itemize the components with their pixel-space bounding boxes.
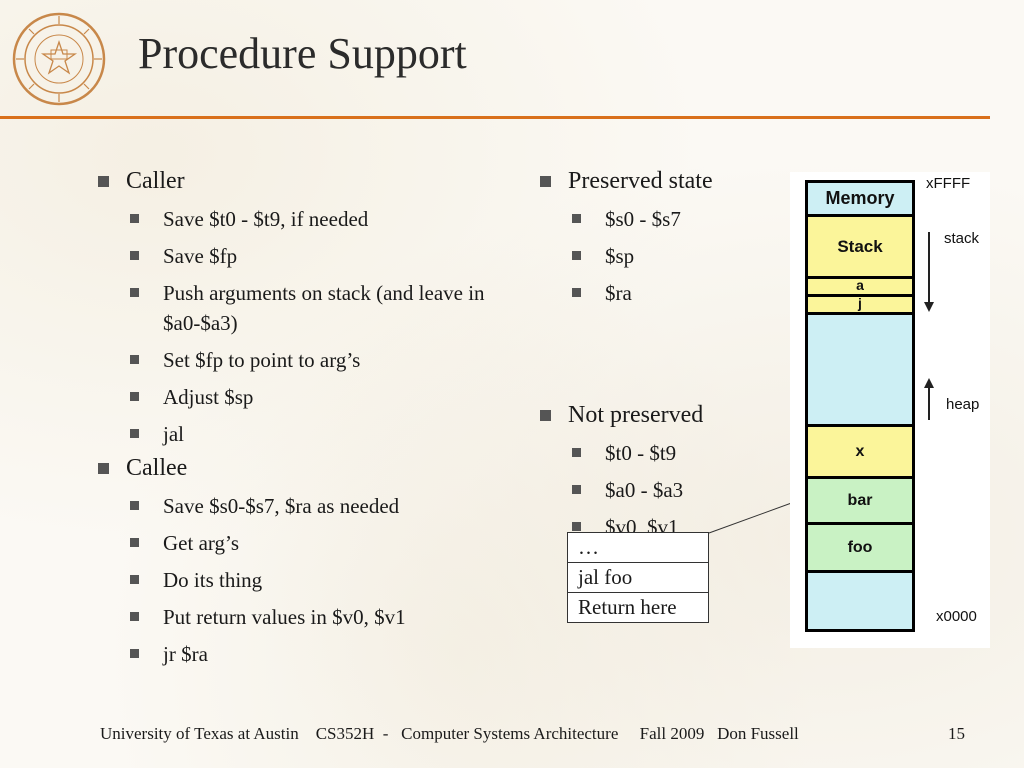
caller-item: Adjust $sp bbox=[98, 382, 518, 412]
footer-course: CS352H - Computer Systems Architecture bbox=[315, 724, 619, 743]
bullet-square-icon bbox=[130, 649, 139, 658]
caller-item: jal bbox=[98, 419, 518, 449]
memory-segment-header: Memory bbox=[808, 183, 912, 217]
callee-item: Put return values in $v0, $v1 bbox=[98, 602, 518, 632]
not-preserved-label: Not preserved bbox=[568, 402, 704, 428]
bullet-square-icon bbox=[130, 288, 139, 297]
bullet-square-icon bbox=[572, 485, 581, 494]
callee-item: Get arg’s bbox=[98, 528, 518, 558]
bullet-square-icon bbox=[130, 392, 139, 401]
university-seal-icon bbox=[12, 12, 106, 106]
slide-footer: University of Texas at Austin CS352H - C… bbox=[100, 724, 799, 744]
not-preserved-item: $t0 - $t9 bbox=[540, 438, 780, 468]
preserved-label: Preserved state bbox=[568, 168, 713, 194]
left-column: Caller Save $t0 - $t9, if needed Save $f… bbox=[98, 162, 518, 669]
page-number: 15 bbox=[948, 724, 965, 743]
memory-segment-free bbox=[808, 315, 912, 427]
bottom-address-label: x0000 bbox=[936, 608, 977, 625]
memory-segment-x: x bbox=[808, 427, 912, 479]
memory-segment-foo: foo bbox=[808, 525, 912, 573]
memory-segment-bar: bar bbox=[808, 479, 912, 525]
bullet-square-icon bbox=[98, 463, 109, 474]
code-row: … bbox=[568, 533, 708, 563]
footer-instructor: Don Fussell bbox=[717, 724, 799, 743]
preserved-item: $sp bbox=[540, 241, 780, 271]
stack-label: stack bbox=[944, 230, 980, 247]
memory-segment-bottom bbox=[808, 573, 912, 629]
bullet-square-icon bbox=[130, 429, 139, 438]
bullet-square-icon bbox=[130, 538, 139, 547]
bullet-square-icon bbox=[572, 288, 581, 297]
code-row: Return here bbox=[578, 595, 677, 619]
bullet-square-icon bbox=[540, 176, 551, 187]
callee-item: jr $ra bbox=[98, 639, 518, 669]
callee-label: Callee bbox=[126, 455, 188, 481]
caller-label: Caller bbox=[126, 168, 185, 194]
code-snippet-box: … jal foo Return here bbox=[567, 532, 709, 623]
memory-segment-a: a bbox=[808, 278, 912, 297]
heap-label: heap bbox=[946, 396, 980, 413]
bullet-callee: Callee bbox=[98, 452, 518, 484]
bullet-square-icon bbox=[572, 522, 581, 531]
bullet-square-icon bbox=[130, 612, 139, 621]
bullet-square-icon bbox=[130, 355, 139, 364]
callee-item: Save $s0-$s7, $ra as needed bbox=[98, 491, 518, 521]
bullet-square-icon bbox=[572, 251, 581, 260]
caller-item: Set $fp to point to arg’s bbox=[98, 345, 518, 375]
caller-item: Save $t0 - $t9, if needed bbox=[98, 204, 518, 234]
caller-item: Save $fp bbox=[98, 241, 518, 271]
memory-segment-j: j bbox=[808, 296, 912, 315]
preserved-item: $s0 - $s7 bbox=[540, 204, 780, 234]
bullet-not-preserved: Not preserved bbox=[540, 399, 780, 431]
right-column: Preserved state $s0 - $s7 $sp $ra Not pr… bbox=[540, 162, 780, 542]
spacer bbox=[540, 308, 780, 396]
footer-university: University of Texas at Austin bbox=[100, 724, 299, 743]
bullet-caller: Caller bbox=[98, 165, 518, 197]
bullet-square-icon bbox=[98, 176, 109, 187]
bullet-square-icon bbox=[130, 501, 139, 510]
not-preserved-item: $a0 - $a3 bbox=[540, 475, 780, 505]
bullet-square-icon bbox=[130, 251, 139, 260]
callee-item: Do its thing bbox=[98, 565, 518, 595]
slide-title: Procedure Support bbox=[138, 29, 467, 78]
preserved-item: $ra bbox=[540, 278, 780, 308]
footer-term: Fall 2009 bbox=[639, 724, 705, 743]
top-address-label: xFFFF bbox=[926, 175, 971, 192]
title-divider bbox=[0, 116, 990, 119]
bullet-square-icon bbox=[572, 448, 581, 457]
code-row: jal foo bbox=[568, 563, 708, 593]
bullet-square-icon bbox=[130, 575, 139, 584]
memory-diagram: Memory Stack a j x bar foo bbox=[805, 180, 915, 632]
caller-item: Push arguments on stack (and leave in $a… bbox=[98, 278, 518, 338]
bullet-square-icon bbox=[572, 214, 581, 223]
bullet-square-icon bbox=[540, 410, 551, 421]
bullet-preserved-state: Preserved state bbox=[540, 165, 780, 197]
bullet-square-icon bbox=[130, 214, 139, 223]
memory-segment-stack: Stack bbox=[808, 217, 912, 279]
